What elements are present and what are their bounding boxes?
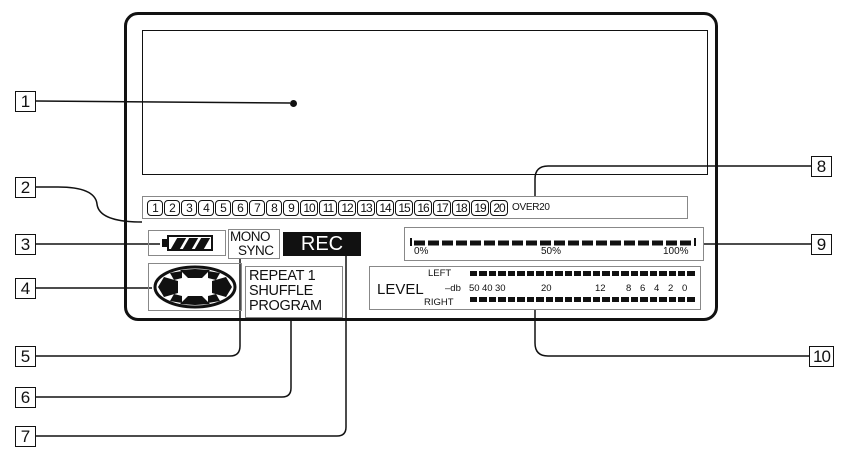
progress-meter	[404, 227, 704, 261]
progress-tick-0: 0%	[414, 246, 429, 257]
db-label: –db	[445, 283, 461, 294]
track-7: 7	[249, 199, 265, 216]
db-scale-30: 30	[495, 283, 506, 294]
track-17: 17	[433, 199, 451, 216]
callout-9: 9	[811, 234, 832, 255]
battery-terminal	[162, 239, 168, 247]
shuffle-indicator: SHUFFLE	[249, 283, 313, 299]
db-scale-40: 40	[482, 283, 493, 294]
callout-5: 5	[15, 346, 36, 367]
progress-tick-50: 50%	[541, 246, 562, 257]
db-scale-2: 2	[668, 283, 674, 294]
track-16: 16	[414, 199, 432, 216]
track-4: 4	[198, 199, 214, 216]
level-label: LEVEL	[377, 281, 424, 298]
track-3: 3	[181, 199, 197, 216]
right-level-bars	[470, 297, 695, 302]
level-meter	[369, 266, 701, 310]
db-scale-8: 8	[626, 283, 632, 294]
track-5: 5	[215, 199, 231, 216]
left-channel-label: LEFT	[428, 268, 452, 279]
disc-indicator-frame	[148, 263, 242, 311]
rec-indicator: REC	[283, 232, 361, 256]
track-1: 1	[147, 199, 163, 216]
track-12: 12	[338, 199, 356, 216]
db-scale-20: 20	[541, 283, 552, 294]
track-13: 13	[357, 199, 375, 216]
track-11: 11	[319, 199, 337, 216]
left-level-bars	[470, 271, 695, 276]
callout-2: 2	[15, 177, 36, 198]
program-indicator: PROGRAM	[249, 298, 322, 314]
disc-icon	[153, 265, 237, 309]
callout-10: 10	[809, 346, 834, 367]
db-scale-0: 0	[682, 283, 688, 294]
track-9: 9	[283, 199, 299, 216]
sync-indicator: SYNC	[238, 243, 274, 258]
track-2: 2	[164, 199, 180, 216]
track-20: 20	[490, 199, 508, 216]
mono-sync-box: MONO SYNC	[228, 229, 280, 259]
play-mode-box: REPEAT 1 SHUFFLE PROGRAM	[245, 266, 343, 318]
db-scale-12: 12	[595, 283, 606, 294]
db-scale-6: 6	[640, 283, 646, 294]
callout-3: 3	[15, 234, 36, 255]
track-10: 10	[300, 199, 318, 216]
db-scale-50: 50	[469, 283, 480, 294]
track-number-row: 1 2 3 4 5 6 7 8 9 10 11 12 13 14 15 16 1…	[142, 196, 688, 219]
battery-icon	[167, 235, 213, 251]
callout-4: 4	[15, 278, 36, 299]
callout-7: 7	[15, 426, 36, 447]
display-panel	[124, 12, 718, 321]
db-scale-4: 4	[654, 283, 660, 294]
callout-8: 8	[811, 156, 832, 177]
track-15: 15	[395, 199, 413, 216]
mono-indicator: MONO	[230, 229, 271, 244]
callout-6: 6	[15, 387, 36, 408]
track-14: 14	[376, 199, 394, 216]
callout-1: 1	[15, 91, 36, 112]
character-display	[142, 30, 708, 175]
track-19: 19	[471, 199, 489, 216]
over20-label: OVER20	[512, 202, 550, 213]
progress-tick-100: 100%	[663, 246, 689, 257]
right-channel-label: RIGHT	[424, 297, 454, 308]
track-18: 18	[452, 199, 470, 216]
repeat-indicator: REPEAT 1	[249, 268, 316, 284]
track-8: 8	[266, 199, 282, 216]
battery-frame	[148, 230, 226, 256]
display-dot	[290, 100, 297, 107]
progress-bar	[410, 234, 696, 246]
track-6: 6	[232, 199, 248, 216]
